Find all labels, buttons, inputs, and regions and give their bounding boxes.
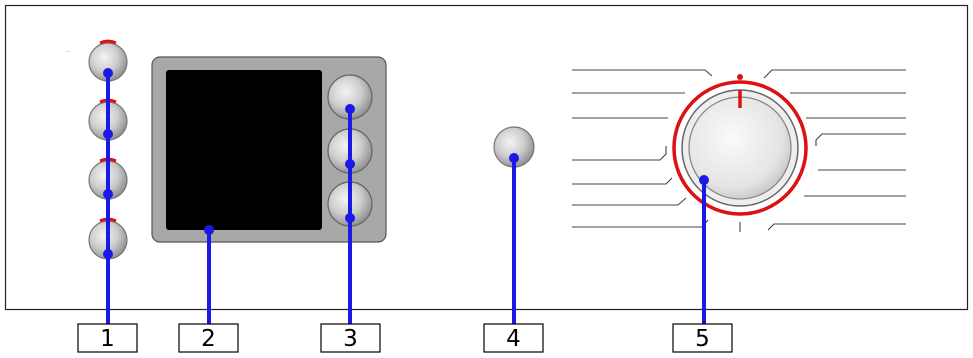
callout-number: 1 [100, 326, 115, 352]
callout-3: 3 [320, 323, 381, 353]
dial-indicator-ring [672, 80, 808, 216]
leader-dot [103, 249, 113, 259]
leader-dot [345, 159, 355, 169]
leader-dots [103, 68, 709, 259]
svg-text:..: .. [66, 47, 70, 54]
callout-2: 2 [178, 323, 239, 353]
leader-dot [509, 153, 519, 163]
callout-4: 4 [483, 323, 544, 353]
callout-1: 1 [77, 323, 138, 353]
leader-dot [103, 189, 113, 199]
callout-number: 2 [201, 326, 216, 352]
appliance-panel-outline [4, 4, 969, 311]
leader-dot [103, 68, 113, 78]
leader-dot [345, 104, 355, 114]
callout-number: 5 [695, 326, 710, 352]
callout-number: 4 [506, 326, 521, 352]
program-label-lines [572, 69, 906, 232]
leader-dot [699, 175, 709, 185]
callout-number: 3 [343, 326, 358, 352]
program-dial[interactable] [672, 74, 808, 216]
dial-top-marker [737, 74, 743, 80]
leader-dot [103, 129, 113, 139]
leader-dot [204, 225, 214, 235]
display-module [151, 56, 387, 243]
callout-labels: 1 2 3 4 5 [77, 323, 733, 353]
callout-5: 5 [672, 323, 733, 353]
leader-dot [345, 213, 355, 223]
display-screen [166, 70, 322, 230]
